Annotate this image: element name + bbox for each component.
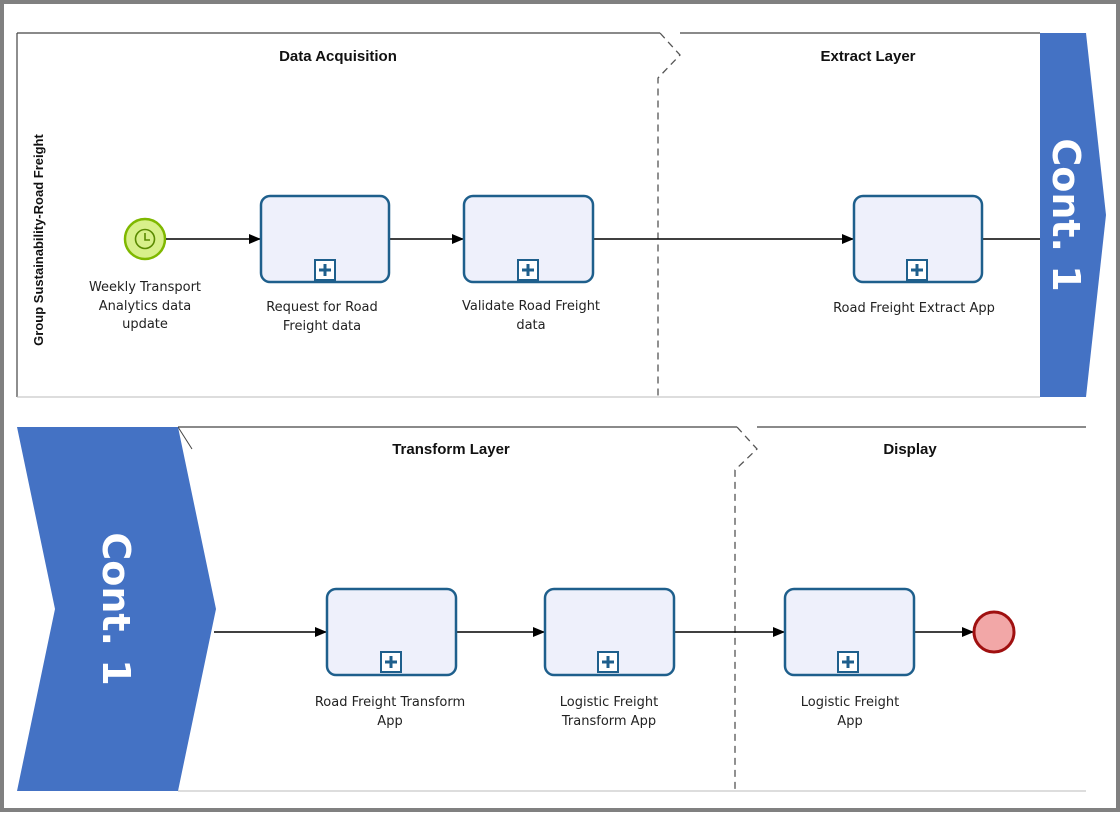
subprocess-plus-icon — [906, 259, 928, 281]
pool-label: Group Sustainability-Road Freight — [31, 134, 46, 346]
bottom-pool: Transform Layer Display Cont. 1 Road Fre… — [17, 426, 1086, 792]
start-event-label-line1: Weekly Transport — [89, 280, 201, 295]
lane-title-display: Display — [883, 441, 937, 458]
subprocess-plus-icon — [517, 259, 539, 281]
task-road-freight-extract-app[interactable] — [852, 194, 984, 284]
subprocess-plus-icon — [314, 259, 336, 281]
task-road-freight-transform-app[interactable] — [325, 587, 458, 677]
lane-title-data-acquisition: Data Acquisition — [279, 48, 397, 65]
task-label-line2: data — [516, 318, 545, 333]
timer-icon — [134, 228, 156, 250]
task-validate-road-freight-data[interactable] — [462, 194, 595, 284]
lane-divider-top — [657, 32, 681, 397]
start-event-label-line3: update — [122, 317, 168, 332]
task-logistic-freight-app[interactable] — [783, 587, 916, 677]
task-label-line1: Request for Road — [266, 300, 378, 315]
task-label-line2: Freight data — [283, 319, 361, 334]
lane-divider-bottom — [734, 426, 758, 791]
end-event[interactable] — [972, 610, 1016, 654]
connector-label: Cont. 1 — [1044, 138, 1088, 291]
task-label-line1: Logistic Freight — [560, 695, 658, 710]
lane-title-transform-layer: Transform Layer — [392, 441, 510, 458]
off-page-connector-in[interactable]: Cont. 1 — [17, 427, 216, 791]
task-label-line2: App — [377, 714, 402, 729]
off-page-connector-out[interactable]: Cont. 1 — [1040, 33, 1106, 397]
connector-label: Cont. 1 — [94, 532, 138, 685]
task-label-line2: App — [837, 714, 862, 729]
task-label-line2: Transform App — [561, 714, 656, 729]
top-pool: Group Sustainability-Road Freight Data A… — [16, 32, 1106, 398]
task-logistic-freight-transform-app[interactable] — [543, 587, 676, 677]
lane-title-extract-layer: Extract Layer — [820, 48, 915, 65]
task-label-line1: Logistic Freight — [801, 695, 899, 710]
task-request-road-freight-data[interactable] — [259, 194, 391, 284]
task-label-line1: Road Freight Extract App — [833, 301, 995, 316]
task-label-line1: Validate Road Freight — [462, 299, 600, 314]
task-label-line1: Road Freight Transform — [315, 695, 465, 710]
subprocess-plus-icon — [597, 651, 619, 673]
start-event[interactable] — [123, 217, 167, 261]
subprocess-plus-icon — [380, 651, 402, 673]
pool-corner-tick — [177, 426, 193, 450]
start-event-label-line2: Analytics data — [99, 299, 191, 314]
subprocess-plus-icon — [837, 651, 859, 673]
